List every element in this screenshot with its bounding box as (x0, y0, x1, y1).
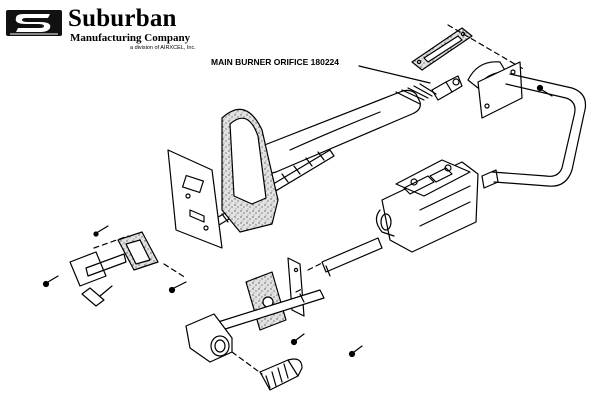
main-burner-orifice (431, 75, 463, 101)
mounting-bracket-right (477, 61, 523, 119)
lower-elbow-fitting (185, 313, 233, 363)
brand-block: Suburban Manufacturing Company a divisio… (4, 6, 200, 52)
screw-lower-bracket (290, 333, 305, 346)
main-burner-tube (249, 83, 437, 175)
pilot-burner-assembly (69, 251, 127, 307)
pilot-tube-fitting (259, 358, 303, 391)
screw-top-right (536, 84, 553, 97)
suburban-logo-icon (6, 10, 62, 36)
screw-pilot-upper (93, 225, 109, 237)
burner-gasket-top (411, 27, 473, 71)
pilot-gasket (117, 231, 159, 271)
burner-mounting-plate (167, 149, 223, 249)
gas-valve (375, 159, 479, 253)
burner-mounting-gasket (221, 108, 279, 233)
screw-pilot-left (42, 275, 59, 288)
brand-division: a division of AIRXCEL, Inc. (130, 45, 196, 51)
lower-gasket (245, 271, 287, 331)
screw-plate-lower (168, 281, 187, 294)
screw-bottom-right (348, 345, 363, 358)
gas-supply-tube (481, 73, 587, 189)
valve-outlet-tube (321, 237, 383, 277)
brand-name: Suburban (68, 5, 177, 32)
callout-leader-line (358, 65, 431, 84)
callout-main-burner-orifice: MAIN BURNER ORIFICE 180224 (211, 57, 340, 67)
brand-subtitle: Manufacturing Company (70, 32, 191, 44)
